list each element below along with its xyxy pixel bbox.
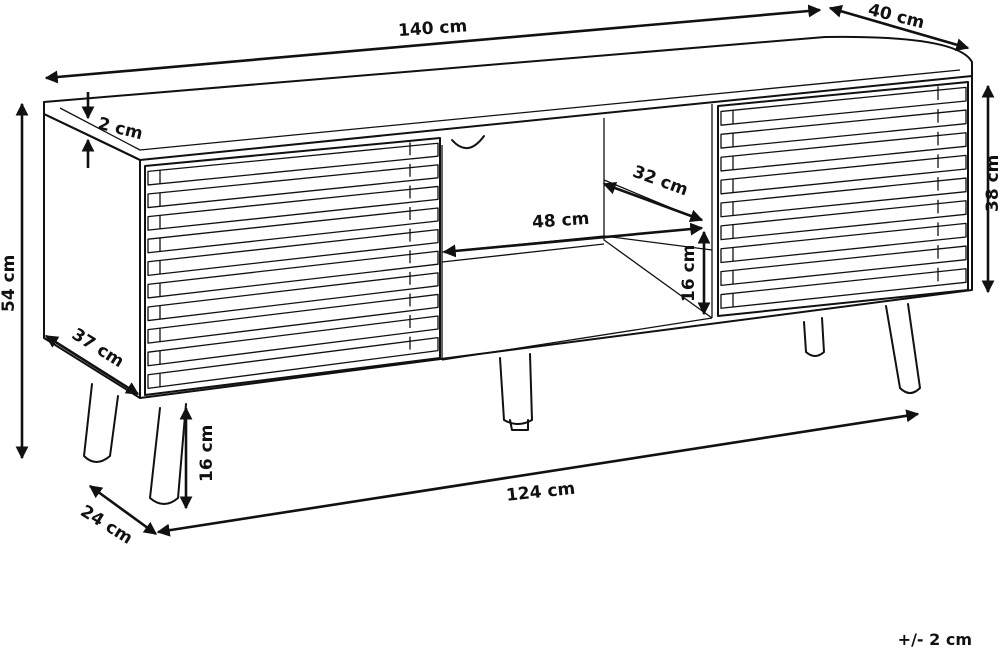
door-slat — [720, 86, 967, 126]
door-slat-notch — [159, 163, 411, 207]
width-label: 140 cm — [397, 16, 467, 41]
width-dim-line — [44, 4, 822, 84]
dimension-labels: 140 cm 40 cm 54 cm 2 cm 37 cm 38 cm 32 c… — [0, 0, 1000, 549]
door-slat-notch — [159, 228, 411, 275]
door-slat-notch — [159, 336, 411, 388]
door-slat — [720, 154, 967, 195]
door-slat — [147, 164, 439, 209]
door-slat — [720, 268, 967, 309]
leg-depth-dim-line — [88, 484, 158, 536]
door-slat — [147, 293, 439, 344]
shelf-width-dim-line — [442, 222, 704, 258]
right-slatted-door — [717, 81, 969, 317]
leg-span-dim-line — [156, 409, 920, 537]
door-slat — [720, 222, 967, 264]
door-slat — [147, 228, 439, 276]
door-slat-notch — [159, 207, 411, 252]
dimension-lines — [15, 4, 995, 537]
door-slat-notch — [732, 199, 939, 239]
door-slat — [147, 315, 439, 367]
door-slat — [147, 336, 439, 389]
door-slat-notch — [732, 245, 939, 285]
door-slat — [720, 109, 967, 149]
door-slat — [147, 272, 439, 322]
door-slat — [147, 250, 439, 299]
door-slat-notch — [159, 271, 411, 320]
leg-span-label: 124 cm — [505, 479, 576, 506]
door-slat-notch — [159, 315, 411, 365]
door-slat-notch — [159, 185, 411, 230]
side-depth-label: 37 cm — [68, 325, 127, 372]
door-slat-notch — [159, 293, 411, 343]
door-slat — [720, 132, 967, 172]
door-slat — [720, 200, 967, 241]
door-slat — [147, 207, 439, 254]
door-slat-notch — [732, 86, 939, 125]
door-slat — [720, 177, 967, 218]
door-slat-notch — [732, 177, 939, 216]
door-slat-notch — [732, 222, 939, 262]
door-slat — [720, 245, 967, 287]
door-slat-notch — [159, 250, 411, 297]
side-depth-dim-line — [44, 334, 140, 396]
inner-height-label: 38 cm — [983, 155, 1000, 212]
shelf-depth-dim-line — [602, 181, 704, 223]
door-slat — [147, 142, 439, 186]
door-slat-notch — [159, 142, 411, 184]
left-slatted-door — [144, 137, 441, 396]
leg-depth-label: 24 cm — [77, 501, 136, 548]
door-slat-notch — [732, 109, 939, 148]
door-slat-notch — [732, 154, 939, 193]
cabinet-outline — [43, 35, 973, 399]
door-slat — [147, 185, 439, 231]
depth-dim-line — [828, 5, 970, 51]
shelf-gap-label: 16 cm — [679, 245, 699, 302]
door-slat-notch — [732, 131, 939, 170]
height-label: 54 cm — [0, 255, 19, 312]
door-slat-notch — [732, 267, 939, 308]
shelf-width-label: 48 cm — [531, 209, 590, 233]
leg-height-label: 16 cm — [197, 425, 217, 482]
tolerance-note: +/- 2 cm — [897, 630, 972, 649]
